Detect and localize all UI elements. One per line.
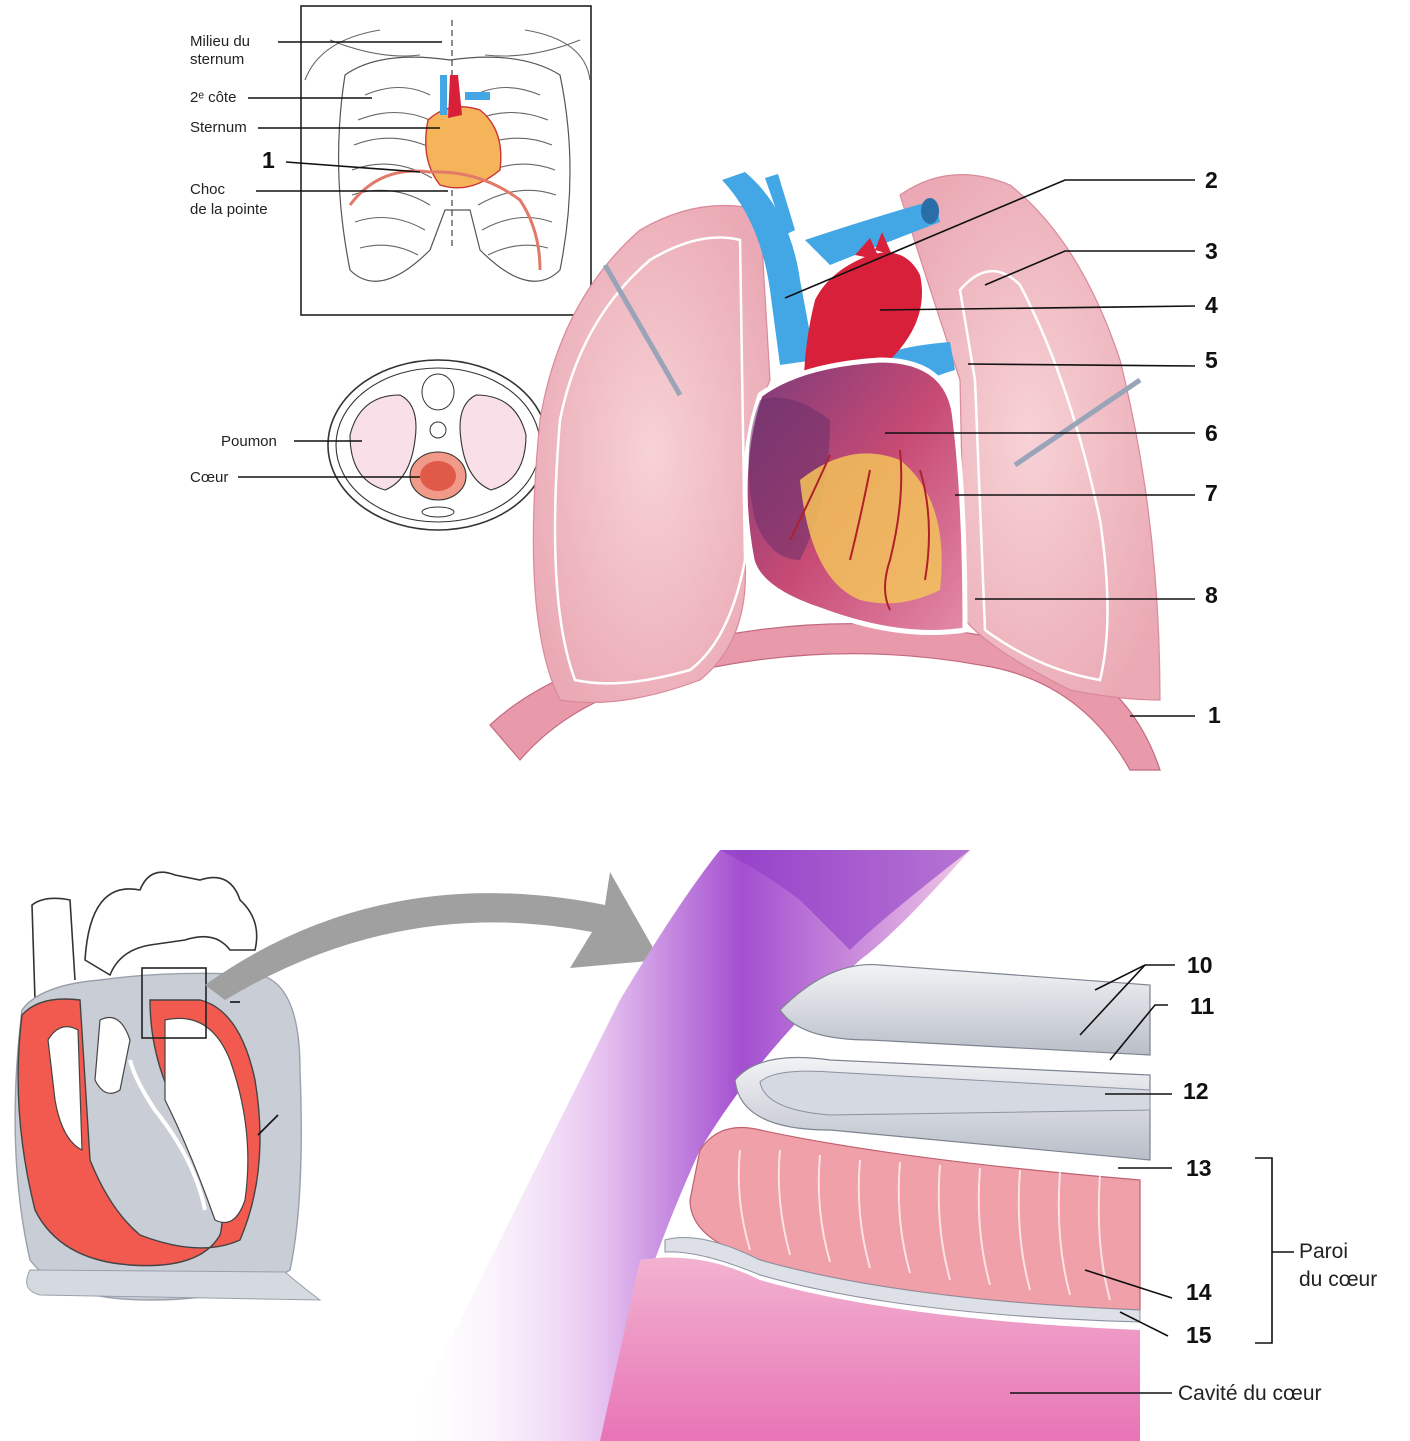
heart-wall-detail <box>400 850 1150 1441</box>
heart-section-inset <box>15 872 320 1300</box>
label-number-2: 2 <box>1205 167 1218 193</box>
label-number-1: 1 <box>1208 702 1221 728</box>
label-milieu-sternum-1: Milieu du <box>190 33 250 50</box>
label-choc-2: de la pointe <box>190 201 268 218</box>
label-number-13: 13 <box>1186 1155 1212 1181</box>
label-paroi-2: du cœur <box>1299 1268 1377 1291</box>
label-paroi-1: Paroi <box>1299 1240 1348 1263</box>
label-number-5: 5 <box>1205 347 1218 373</box>
label-cavite: Cavité du cœur <box>1178 1382 1322 1405</box>
label-number-1-inset: 1 <box>262 147 275 173</box>
label-number-8: 8 <box>1205 582 1218 608</box>
label-poumon: Poumon <box>221 433 277 450</box>
label-number-14: 14 <box>1186 1279 1212 1305</box>
label-choc-1: Choc <box>190 181 226 198</box>
label-milieu-sternum-2: sternum <box>190 51 244 68</box>
label-number-10: 10 <box>1187 952 1213 978</box>
label-second-rib: 2ᵉ côte <box>190 89 236 106</box>
label-number-6: 6 <box>1205 420 1218 446</box>
label-number-11: 11 <box>1190 993 1215 1019</box>
label-number-15: 15 <box>1186 1322 1212 1348</box>
label-number-7: 7 <box>1205 480 1218 506</box>
thorax-inset <box>301 6 591 315</box>
label-coeur: Cœur <box>190 469 228 486</box>
label-sternum: Sternum <box>190 119 247 136</box>
label-number-3: 3 <box>1205 238 1218 264</box>
cross-section-inset <box>328 360 548 530</box>
label-number-4: 4 <box>1205 292 1218 318</box>
label-number-12: 12 <box>1183 1078 1209 1104</box>
